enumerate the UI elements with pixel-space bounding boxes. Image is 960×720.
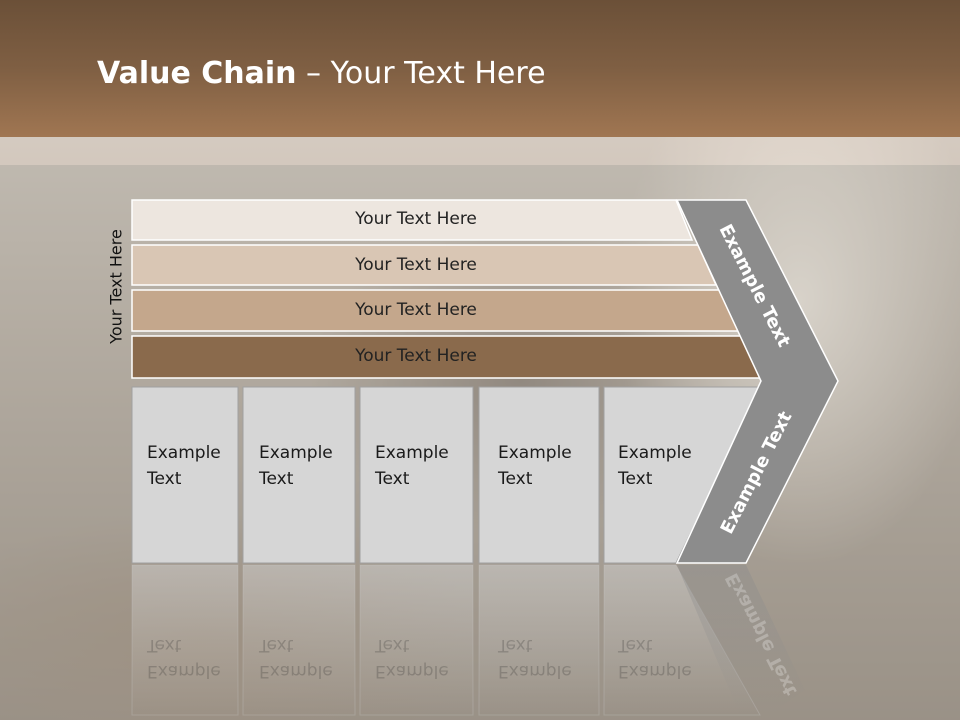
cell-1[interactable] bbox=[131, 386, 239, 564]
cell-4-label: Example Text bbox=[498, 443, 572, 489]
cell-2-label: Example Text bbox=[259, 443, 333, 489]
cell-2-label-reflection: Example Text bbox=[259, 635, 333, 681]
cell-2[interactable] bbox=[242, 386, 356, 564]
cell-5[interactable] bbox=[603, 386, 762, 564]
bar-3-label: Your Text Here bbox=[355, 300, 477, 320]
header-bar bbox=[0, 0, 960, 137]
cells-reflection bbox=[131, 564, 761, 716]
bar-4-label: Your Text Here bbox=[355, 346, 477, 366]
cell-3-label-reflection: Example Text bbox=[375, 635, 449, 681]
title-rest: – Your Text Here bbox=[296, 56, 546, 91]
cell-5-label-reflection: Example Text bbox=[618, 635, 692, 681]
bar-1-label: Your Text Here bbox=[355, 209, 477, 229]
chevron-arrow[interactable] bbox=[675, 199, 839, 564]
cell-1-label: Example Text bbox=[147, 443, 221, 489]
cell-4-label-reflection: Example Text bbox=[498, 635, 572, 681]
cell-3[interactable] bbox=[359, 386, 474, 564]
chevron-reflection bbox=[677, 565, 805, 715]
header-band bbox=[0, 137, 960, 165]
cell-4[interactable] bbox=[478, 386, 600, 564]
title-bold: Value Chain bbox=[97, 56, 297, 91]
slide-title[interactable]: Value Chain – Your Text Here bbox=[97, 56, 546, 91]
cell-1-label-reflection: Example Text bbox=[147, 635, 221, 681]
bar-2-label: Your Text Here bbox=[355, 255, 477, 275]
bar-1[interactable] bbox=[131, 199, 694, 241]
cell-3-label: Example Text bbox=[375, 443, 449, 489]
cell-5-label: Example Text bbox=[618, 443, 692, 489]
